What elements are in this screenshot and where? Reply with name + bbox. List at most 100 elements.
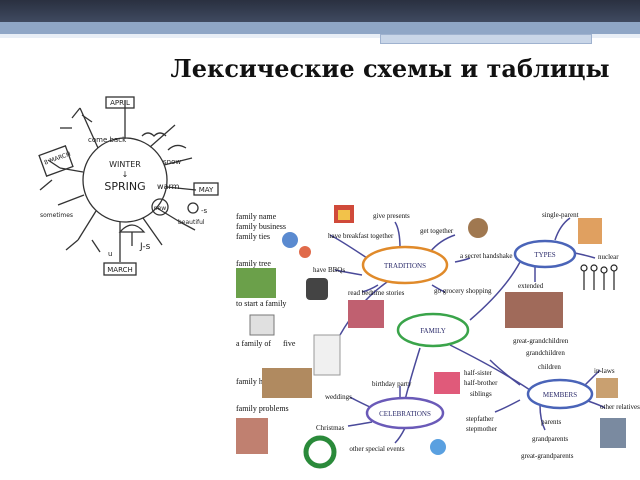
label-celebrations: CELEBRATIONS	[379, 410, 431, 418]
twig	[91, 239, 101, 253]
word-start-family: to start a family	[236, 299, 286, 308]
card-8-march	[38, 145, 74, 177]
connector-family-members	[449, 344, 531, 391]
connector-members-step	[494, 399, 521, 413]
new-circle	[151, 198, 169, 216]
word-warm: warm	[157, 182, 180, 191]
handshake-picture	[468, 218, 488, 238]
spoke-bottom-left	[77, 210, 97, 241]
nuclear-family-picture	[580, 264, 618, 290]
connector-traditions-shopping	[431, 284, 446, 293]
left-diagram-text: WINTER ↓ SPRING APRIL MAY MARCH 8 MARCH …	[40, 99, 214, 274]
member-half-brother: half-brother	[464, 379, 498, 387]
tag-march	[103, 262, 137, 276]
tag-april	[105, 96, 135, 109]
header-stripe-light	[0, 34, 640, 38]
word-new: new	[154, 205, 166, 212]
connector-family-celebrations	[404, 347, 421, 401]
celebration-other: other special events	[349, 445, 404, 453]
word-family-tree: family tree	[236, 259, 271, 268]
celebration-weddings: weddings	[325, 393, 352, 401]
month-april: APRIL	[110, 99, 130, 107]
spoke-top-right	[149, 124, 176, 148]
bird-icon	[141, 132, 167, 137]
relatives-picture	[600, 418, 626, 448]
word-family-business: family business	[236, 222, 286, 231]
celebration-christmas: Christmas	[316, 424, 345, 432]
bbq-picture	[306, 278, 328, 300]
header-stripe	[0, 22, 640, 34]
connector-traditions-bbq	[334, 269, 363, 276]
word-j-s: J-s	[139, 242, 151, 252]
connector-traditions-breakfast	[329, 234, 371, 261]
header-tab	[380, 34, 592, 44]
type-extended: extended	[518, 282, 544, 290]
bubble-types	[513, 239, 577, 269]
tag-may	[193, 182, 219, 196]
word-five: five	[283, 339, 296, 348]
umbrella-icon	[118, 224, 146, 233]
word-snow: snow	[163, 158, 181, 166]
member-siblings: siblings	[470, 390, 492, 398]
twig	[81, 114, 93, 123]
twig	[179, 221, 196, 231]
twig	[39, 179, 53, 191]
connector-traditions-stories	[361, 284, 379, 293]
label-family: FAMILY	[420, 327, 446, 335]
center-bottom-word: SPRING	[104, 180, 145, 193]
family-of-five-picture	[313, 334, 341, 376]
presents-ribbon	[338, 210, 350, 220]
month-may: MAY	[199, 186, 214, 194]
window-top-bar	[0, 0, 640, 22]
tradition-get-together: get together	[420, 227, 454, 235]
tradition-give-presents: give presents	[373, 212, 410, 220]
right-family-diagram: TRADITIONS TYPES FAMILY MEMBERS CELEBRAT…	[236, 205, 640, 469]
spoke-bottom-right	[142, 217, 163, 246]
twig	[47, 159, 61, 169]
bedtime-stories-picture	[348, 300, 384, 328]
connector-celebrations-christmas	[347, 421, 373, 427]
balloons-picture	[430, 439, 446, 455]
tradition-breakfast: have breakfast together	[328, 232, 394, 240]
spoke-right-lower	[156, 207, 181, 223]
connector-celebrations-other	[394, 427, 406, 444]
word-family-problems: family problems	[236, 404, 289, 413]
spoke-left-lower	[57, 194, 85, 206]
tradition-shopping: go grocery shopping	[434, 287, 492, 295]
type-single-parent: single-parent	[542, 211, 579, 219]
word-family-name: family name	[236, 212, 277, 221]
twig	[71, 107, 81, 119]
member-parents: parents	[541, 418, 561, 426]
family-problems-picture	[236, 418, 268, 454]
member-in-laws: in-laws	[594, 367, 615, 375]
member-stepfather: stepfather	[466, 415, 494, 423]
member-great-grandchildren: great-grandchildren	[513, 337, 569, 345]
connector-members-children	[489, 359, 521, 386]
label-traditions: TRADITIONS	[384, 262, 426, 270]
label-members: MEMBERS	[543, 391, 577, 399]
tradition-stories: read bedtime stories	[348, 289, 405, 297]
member-grandchildren: grandchildren	[526, 349, 565, 357]
connector-traditions-together	[429, 234, 456, 253]
spoke-right	[166, 186, 197, 191]
tradition-handshake: a secret handshake	[460, 252, 512, 260]
breakfast-picture	[299, 246, 311, 258]
family-tree-picture	[236, 268, 276, 298]
start-family-picture	[249, 314, 275, 336]
tradition-bbq: have BBQs	[313, 266, 345, 274]
in-laws-picture	[596, 378, 618, 398]
twig	[65, 239, 79, 251]
family-home-picture	[262, 368, 312, 398]
member-other-relatives: other relatives	[600, 403, 640, 411]
connector-members-grandparents	[539, 404, 546, 431]
snow-cloud-icon	[167, 144, 187, 151]
connector-celebrations-weddings	[349, 396, 373, 409]
connector-members-inlaws	[584, 369, 601, 386]
word-family-ties: family ties	[236, 232, 270, 241]
page-title: Лексические схемы и таблицы	[170, 54, 610, 83]
member-children: children	[538, 363, 561, 371]
birthday-cake-picture	[434, 372, 460, 394]
family-ties-picture	[282, 232, 298, 248]
connector-family-types	[469, 261, 521, 321]
